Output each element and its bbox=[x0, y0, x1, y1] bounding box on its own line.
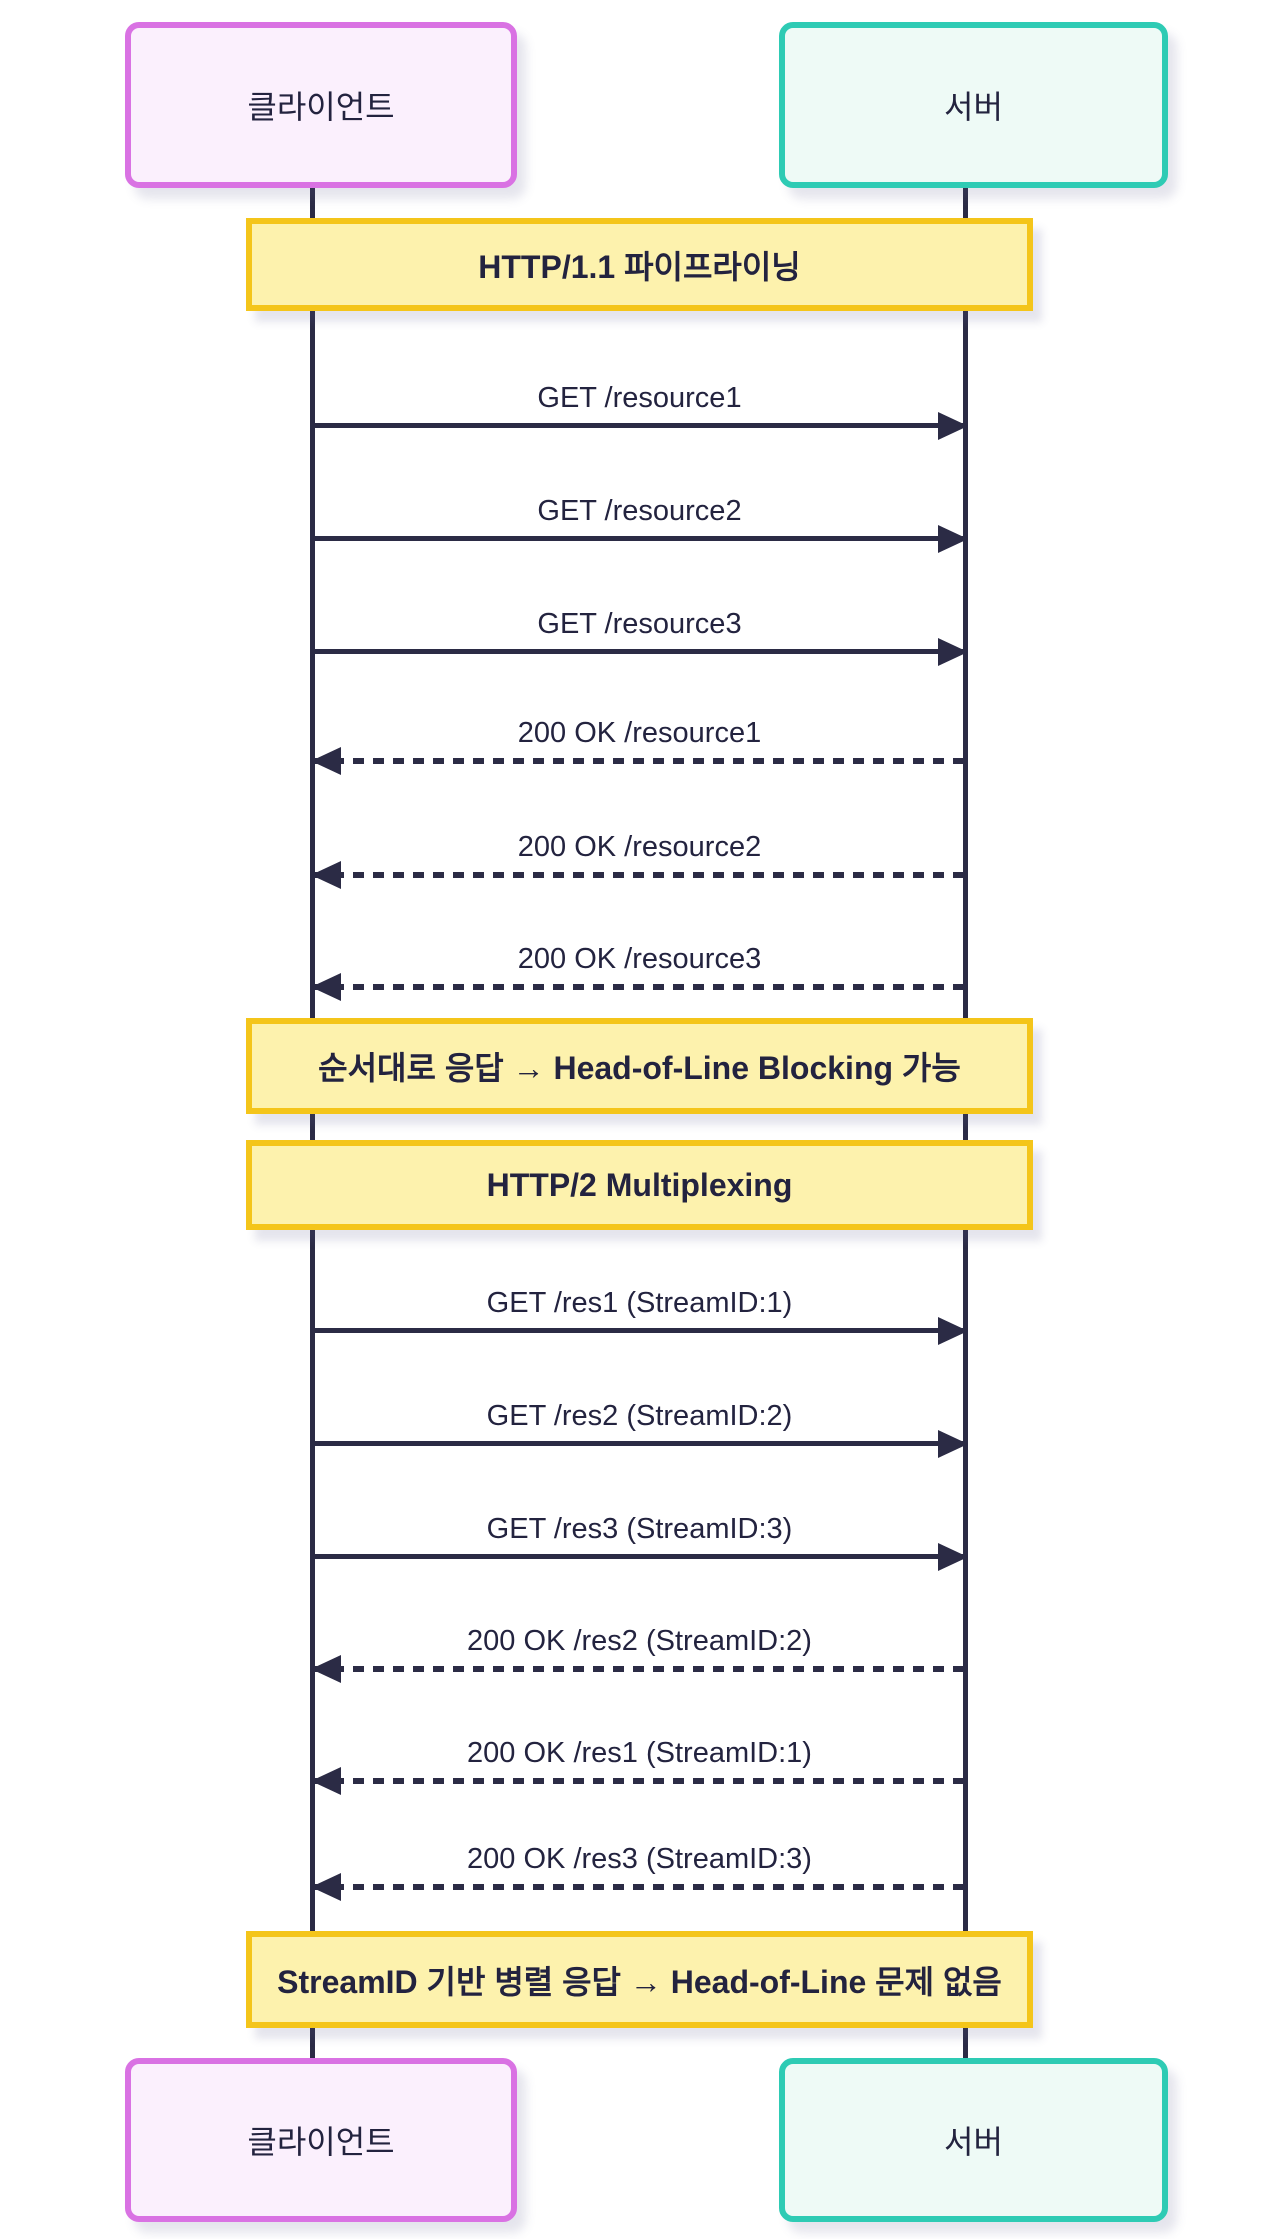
message-get-res2: GET /res2 (StreamID:2) bbox=[313, 1398, 968, 1458]
message-label: 200 OK /res3 (StreamID:3) bbox=[467, 1843, 812, 1875]
arrowhead-right-icon bbox=[938, 1429, 968, 1458]
response-arrow bbox=[311, 861, 966, 889]
actor-client-top-label: 클라이언트 bbox=[247, 89, 395, 125]
arrowhead-left-icon bbox=[311, 1767, 341, 1795]
actor-server-bottom: 서버 bbox=[779, 2058, 1168, 2222]
request-arrow bbox=[313, 1429, 968, 1458]
actor-server-top: 서버 bbox=[779, 22, 1168, 188]
message-label: GET /resource1 bbox=[537, 382, 742, 414]
arrowhead-left-icon bbox=[311, 861, 341, 889]
message-label: GET /res2 (StreamID:2) bbox=[486, 1400, 793, 1432]
message-get-resource1: GET /resource1 bbox=[313, 380, 968, 440]
message-label: GET /resource2 bbox=[537, 495, 742, 527]
message-label: 200 OK /res1 (StreamID:1) bbox=[467, 1737, 812, 1769]
response-arrow bbox=[311, 1873, 966, 1901]
section-title-http2-label: HTTP/2 Multiplexing bbox=[486, 1166, 793, 1203]
message-200-resource3: 200 OK /resource3 bbox=[311, 941, 966, 1001]
response-arrow bbox=[311, 747, 966, 775]
message-label: GET /res1 (StreamID:1) bbox=[486, 1287, 793, 1319]
arrowhead-left-icon bbox=[311, 747, 341, 775]
message-label: GET /resource3 bbox=[537, 608, 742, 640]
request-arrow bbox=[313, 411, 968, 440]
section-title-http11: HTTP/1.1 파이프라이닝 bbox=[246, 218, 1033, 311]
request-arrow bbox=[313, 637, 968, 666]
message-label: 200 OK /resource3 bbox=[517, 943, 762, 975]
section-title-http11-label: HTTP/1.1 파이프라이닝 bbox=[478, 248, 801, 285]
arrowhead-left-icon bbox=[311, 1873, 341, 1901]
message-label: 200 OK /resource1 bbox=[517, 717, 762, 749]
message-200-res1: 200 OK /res1 (StreamID:1) bbox=[311, 1735, 966, 1795]
response-arrow bbox=[311, 973, 966, 1001]
server-lifeline bbox=[963, 186, 968, 2062]
note-http2: StreamID 기반 병렬 응답 → Head-of-Line 문제 없음 bbox=[246, 1931, 1033, 2028]
message-get-resource3: GET /resource3 bbox=[313, 606, 968, 666]
note-http2-label: StreamID 기반 병렬 응답 → Head-of-Line 문제 없음 bbox=[277, 1963, 1002, 2000]
message-200-resource1: 200 OK /resource1 bbox=[311, 715, 966, 775]
message-200-resource2: 200 OK /resource2 bbox=[311, 829, 966, 889]
arrowhead-left-icon bbox=[311, 973, 341, 1001]
message-label: 200 OK /res2 (StreamID:2) bbox=[467, 1625, 812, 1657]
message-200-res2: 200 OK /res2 (StreamID:2) bbox=[311, 1623, 966, 1683]
response-arrow bbox=[311, 1655, 966, 1683]
arrowhead-right-icon bbox=[938, 637, 968, 666]
message-label: GET /res3 (StreamID:3) bbox=[486, 1513, 793, 1545]
note-http11: 순서대로 응답 → Head-of-Line Blocking 가능 bbox=[246, 1018, 1033, 1114]
actor-client-bottom: 클라이언트 bbox=[125, 2058, 517, 2222]
message-200-res3: 200 OK /res3 (StreamID:3) bbox=[311, 1841, 966, 1901]
message-get-res3: GET /res3 (StreamID:3) bbox=[313, 1511, 968, 1571]
request-arrow bbox=[313, 1316, 968, 1345]
arrowhead-right-icon bbox=[938, 1316, 968, 1345]
actor-server-bottom-label: 서버 bbox=[944, 2124, 1003, 2160]
arrowhead-right-icon bbox=[938, 1542, 968, 1571]
response-arrow bbox=[311, 1767, 966, 1795]
actor-client-bottom-label: 클라이언트 bbox=[247, 2124, 395, 2160]
message-get-res1: GET /res1 (StreamID:1) bbox=[313, 1285, 968, 1345]
message-get-resource2: GET /resource2 bbox=[313, 493, 968, 553]
actor-client-top: 클라이언트 bbox=[125, 22, 517, 188]
section-title-http2: HTTP/2 Multiplexing bbox=[246, 1140, 1033, 1230]
arrowhead-left-icon bbox=[311, 1655, 341, 1683]
arrowhead-right-icon bbox=[938, 524, 968, 553]
arrowhead-right-icon bbox=[938, 411, 968, 440]
request-arrow bbox=[313, 1542, 968, 1571]
note-http11-label: 순서대로 응답 → Head-of-Line Blocking 가능 bbox=[318, 1050, 961, 1086]
actor-server-top-label: 서버 bbox=[944, 89, 1003, 125]
client-lifeline bbox=[310, 186, 315, 2062]
message-label: 200 OK /resource2 bbox=[517, 831, 762, 863]
request-arrow bbox=[313, 524, 968, 553]
